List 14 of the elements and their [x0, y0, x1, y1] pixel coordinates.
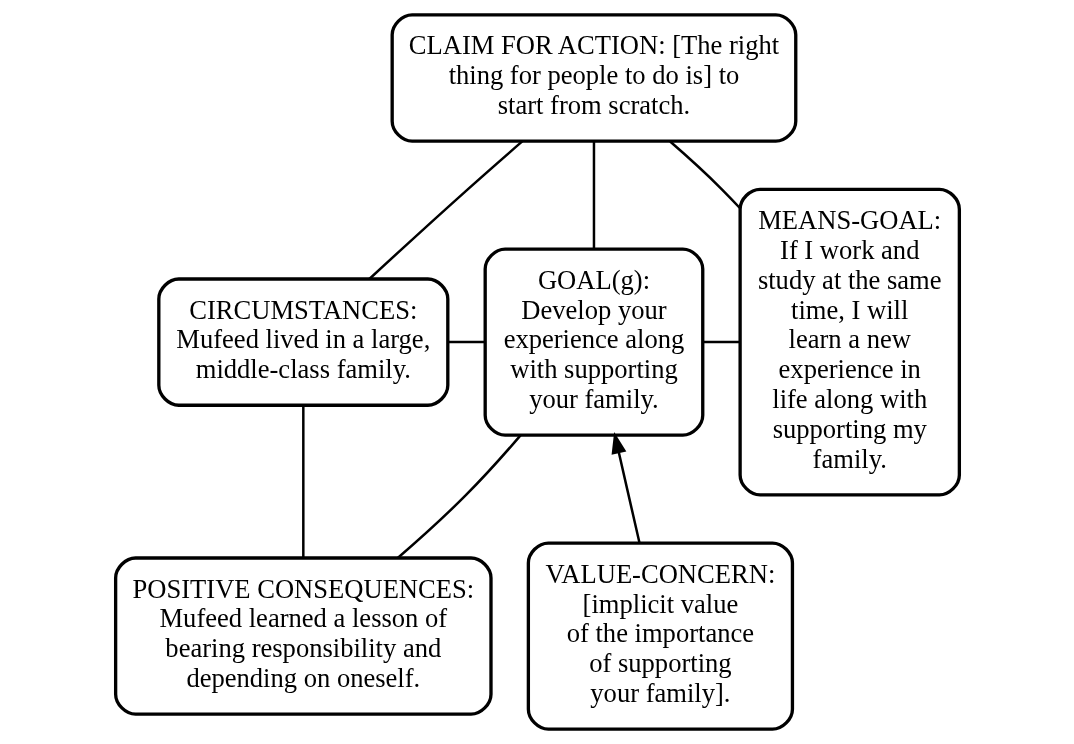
node-box: GOAL(g): Develop your experience along with supporting your family. — [483, 247, 704, 437]
connector — [301, 405, 305, 558]
connector — [396, 434, 521, 559]
node-box: MEANS-GOAL: If I work and study at the same time, I will learn a new experience in life along with supporting my family. — [737, 187, 961, 497]
node-box: VALUE-CONCERN: [implicit value of the importance of supporting your family]. — [526, 541, 794, 731]
node-box: POSITIVE CONSEQUENCES: Mufeed learned a lesson of bearing responsibility and depending on oneself. — [113, 556, 493, 716]
connector — [702, 340, 740, 344]
node-box: CIRCUMSTANCES: Mufeed lived in a large, middle-class family. — [156, 277, 449, 407]
connector — [592, 141, 595, 249]
node-box: CLAIM FOR ACTION: [The right thing for people to do is] to start from scratch. — [390, 13, 797, 143]
connector — [368, 140, 523, 280]
arrow — [611, 432, 641, 544]
connector — [668, 140, 741, 210]
connector — [447, 340, 485, 344]
